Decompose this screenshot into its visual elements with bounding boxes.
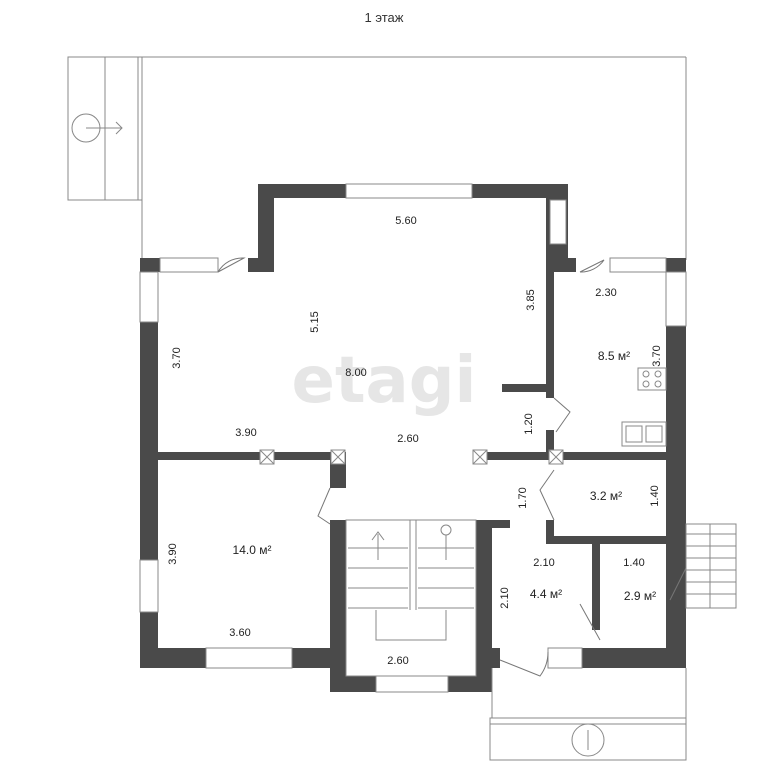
floor-title: 1 этаж <box>365 10 404 25</box>
dim-living-right: 3.85 <box>525 289 537 310</box>
dim-living-length: 8.00 <box>345 367 366 379</box>
dim-living-left: 3.70 <box>171 347 183 368</box>
terrace-outline <box>141 56 687 260</box>
area-bedroom: 14.0 м² <box>233 543 272 557</box>
area-bath: 3.2 м² <box>590 489 622 503</box>
watermark: etagi <box>292 344 477 418</box>
dim-bedroom-width: 3.60 <box>229 627 250 639</box>
side-steps <box>685 523 737 609</box>
dim-stairs-width: 2.60 <box>387 655 408 667</box>
porch-steps-top <box>67 56 143 201</box>
area-kitchen: 8.5 м² <box>598 349 630 363</box>
dim-bedroom-top: 3.90 <box>235 427 256 439</box>
dim-bath-height: 1.40 <box>649 485 661 506</box>
dim-hall-height: 2.10 <box>499 587 511 608</box>
dim-bath-door: 1.70 <box>517 487 529 508</box>
dim-living-bottom: 2.60 <box>397 433 418 445</box>
dim-bedroom-height: 3.90 <box>167 543 179 564</box>
staircase <box>345 519 477 677</box>
kitchen-fixtures <box>621 367 667 447</box>
dim-kitchen-width: 2.30 <box>595 287 616 299</box>
dim-hall-width: 2.10 <box>533 557 554 569</box>
area-wc: 2.9 м² <box>624 589 656 603</box>
dim-kitchen-height: 3.70 <box>651 345 663 366</box>
doors <box>217 257 687 677</box>
dim-corridor: 1.20 <box>523 413 535 434</box>
area-hall: 4.4 м² <box>530 587 562 601</box>
dim-wc-width: 1.40 <box>623 557 644 569</box>
vent-ducts <box>259 449 564 465</box>
porch-bottom <box>489 668 687 761</box>
dim-living-height: 5.15 <box>309 311 321 332</box>
windows <box>139 183 687 693</box>
dim-living-top: 5.60 <box>395 215 416 227</box>
